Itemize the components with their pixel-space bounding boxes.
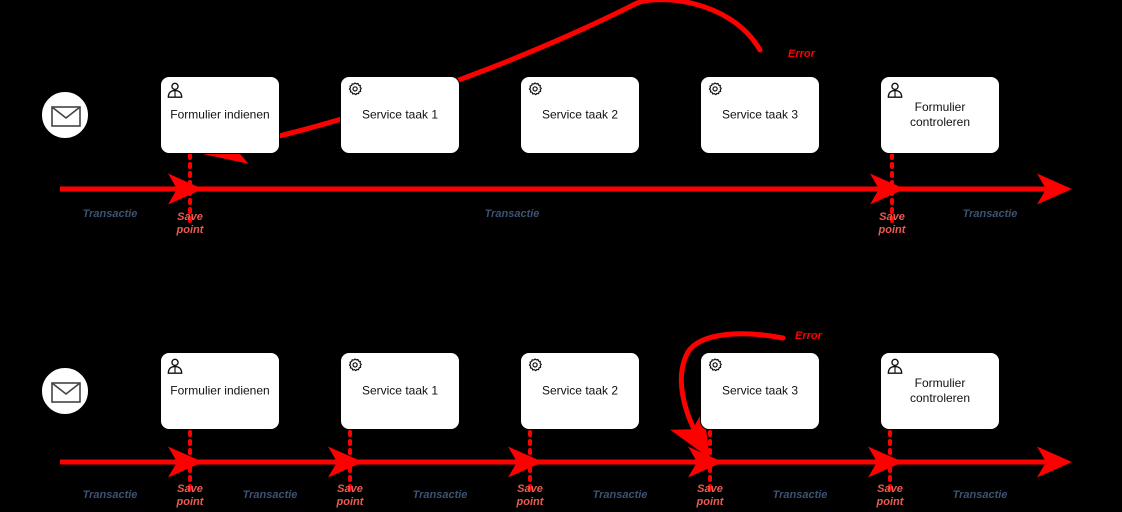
task-service-taak-2[interactable]: Service taak 2 (520, 352, 640, 430)
save-point-label: Save point (517, 483, 544, 509)
transaction-label: Transactie (952, 489, 1008, 501)
save-point-label-line1: Save (517, 483, 543, 495)
save-point-label-line1: Save (879, 211, 905, 223)
gear-service-icon (708, 358, 722, 372)
transaction-label: Transactie (484, 208, 540, 220)
user-task-icon (167, 82, 183, 98)
task-service-taak-3[interactable]: Service taak 3 (700, 76, 820, 154)
user-task-icon (887, 82, 903, 98)
bottom-row-savepoint-markers (188, 430, 892, 497)
error-flow-arrow (200, 0, 763, 164)
save-point-label-line1: Save (177, 211, 203, 223)
gear-service-icon (708, 82, 722, 96)
save-point-label-line2: point (176, 224, 204, 236)
gear-service-icon (348, 82, 362, 96)
task-service-taak-2[interactable]: Service taak 2 (520, 76, 640, 154)
error-label: Error (788, 48, 815, 60)
task-label: Service taak 1 (361, 107, 439, 122)
task-formulier-controleren[interactable]: Formulier controleren (880, 76, 1000, 154)
task-service-taak-1[interactable]: Service taak 1 (340, 352, 460, 430)
user-task-icon (887, 358, 903, 374)
gear-service-icon (348, 358, 362, 372)
save-point-label: Save point (177, 483, 204, 509)
save-point-label-line1: Save (337, 483, 363, 495)
save-point-label-line2: point (878, 224, 906, 236)
save-point-label-line2: point (516, 496, 544, 508)
transaction-label: Transactie (412, 489, 468, 501)
save-point-label: Save point (877, 483, 904, 509)
transaction-label: Transactie (82, 208, 138, 220)
task-formulier-indienen[interactable]: Formulier indienen (160, 352, 280, 430)
envelope-icon (51, 382, 81, 403)
task-label: Service taak 2 (541, 383, 619, 398)
task-formulier-indienen[interactable]: Formulier indienen (160, 76, 280, 154)
save-point-label: Save point (177, 211, 204, 237)
transaction-label: Transactie (242, 489, 298, 501)
save-point-label-line2: point (876, 496, 904, 508)
task-label: Formulier controleren (909, 376, 971, 405)
start-event-message[interactable] (41, 367, 89, 415)
gear-service-icon (528, 82, 542, 96)
transaction-label: Transactie (962, 208, 1018, 220)
save-point-label: Save point (879, 211, 906, 237)
envelope-icon (51, 106, 81, 127)
transaction-label: Transactie (772, 489, 828, 501)
error-flow-arrow (670, 331, 786, 459)
task-label: Service taak 3 (721, 107, 799, 122)
save-point-label: Save point (337, 483, 364, 509)
save-point-label: Save point (697, 483, 724, 509)
save-point-label-line1: Save (877, 483, 903, 495)
save-point-label-line2: point (336, 496, 364, 508)
task-label: Formulier controleren (909, 100, 971, 129)
task-label: Service taak 3 (721, 383, 799, 398)
task-service-taak-1[interactable]: Service taak 1 (340, 76, 460, 154)
task-label: Service taak 1 (361, 383, 439, 398)
user-task-icon (167, 358, 183, 374)
task-label: Formulier indienen (170, 107, 270, 122)
save-point-label-line2: point (176, 496, 204, 508)
save-point-label-line1: Save (697, 483, 723, 495)
transaction-label: Transactie (592, 489, 648, 501)
save-point-label-line1: Save (177, 483, 203, 495)
top-row-savepoint-markers (188, 153, 894, 224)
save-point-label-line2: point (696, 496, 724, 508)
start-event-message[interactable] (41, 91, 89, 139)
task-formulier-controleren[interactable]: Formulier controleren (880, 352, 1000, 430)
transaction-label: Transactie (82, 489, 138, 501)
gear-service-icon (528, 358, 542, 372)
error-label: Error (795, 330, 822, 342)
task-label: Formulier indienen (170, 383, 270, 398)
task-label: Service taak 2 (541, 107, 619, 122)
task-service-taak-3[interactable]: Service taak 3 (700, 352, 820, 430)
